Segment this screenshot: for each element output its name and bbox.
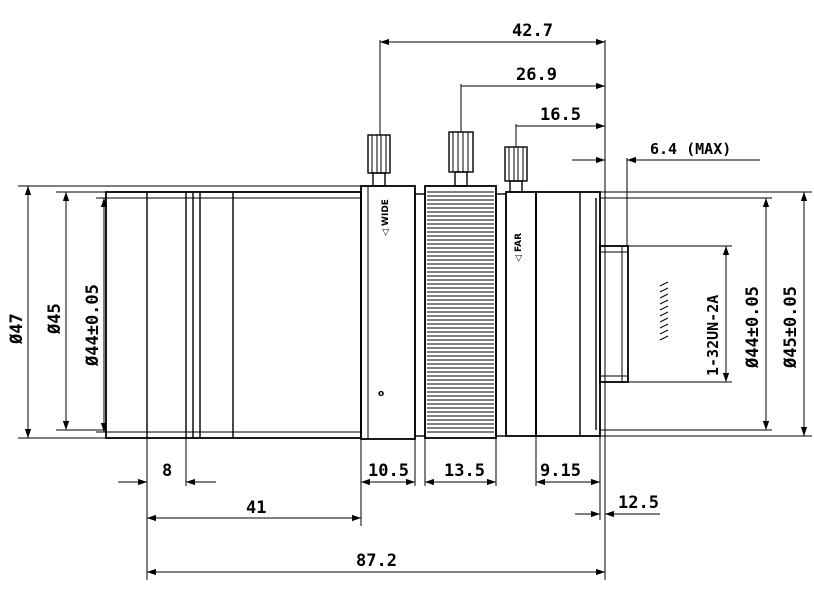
thread-hatch (659, 281, 669, 341)
zoom-lock-knob (448, 131, 474, 187)
dim-9-15: 9.15 (540, 461, 581, 481)
dim-diameter-45-right: Ø45±0.05 (781, 286, 801, 369)
rear-barrel (535, 191, 601, 437)
dimension-lines (24, 38, 808, 576)
rear-ring (505, 191, 537, 437)
dim-13-5: 13.5 (444, 461, 485, 481)
dimension-labels: 42.7 26.9 16.5 6.4 (MAX) Ø47 Ø45 Ø44±0.0… (7, 21, 801, 571)
dim-diameter-44: Ø44±0.05 (83, 284, 103, 367)
dim-42-7: 42.7 (512, 21, 553, 41)
far-mark: ◁ FAR (514, 233, 524, 262)
dim-8: 8 (162, 461, 172, 481)
mount-thread (599, 245, 629, 383)
dim-thread-1-32un-2a: 1-32UN-2A (704, 295, 722, 376)
dim-26-9: 26.9 (516, 65, 557, 85)
lens-body: ◁ WIDE ◁ FAR o (105, 131, 732, 440)
index-dot: o (378, 389, 384, 399)
wide-mark: ◁ WIDE (381, 199, 391, 236)
dim-12-5: 12.5 (618, 493, 659, 513)
dim-diameter-45: Ø45 (45, 303, 65, 335)
extension-lines (18, 40, 812, 580)
wide-lock-knob (367, 134, 391, 187)
far-lock-knob (504, 146, 528, 193)
dim-41: 41 (246, 498, 266, 518)
dim-6-4-max: 6.4 (MAX) (650, 140, 731, 158)
dim-87-2: 87.2 (356, 551, 397, 571)
dim-diameter-47: Ø47 (7, 313, 27, 345)
dim-diameter-44-right: Ø44±0.05 (743, 286, 763, 369)
dim-10-5: 10.5 (368, 461, 409, 481)
dim-16-5: 16.5 (540, 105, 581, 125)
